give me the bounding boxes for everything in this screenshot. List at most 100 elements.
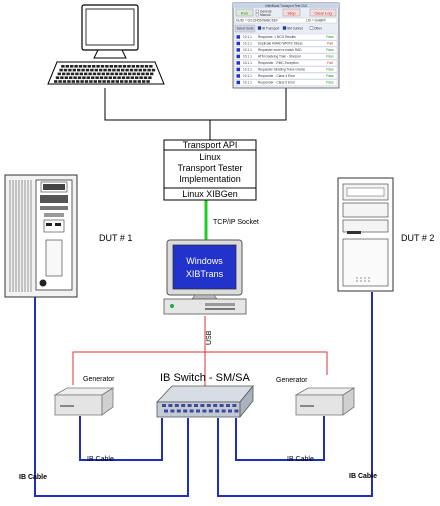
keyboard-key bbox=[123, 72, 127, 76]
keyboard-key bbox=[126, 76, 130, 79]
row-description: ATM Goldeing Train - Stressor bbox=[258, 55, 302, 59]
switch-port bbox=[183, 409, 188, 413]
windows-screen bbox=[172, 244, 237, 290]
keyboard-key bbox=[62, 72, 66, 76]
keyboard-key bbox=[80, 80, 84, 83]
keyboard-key bbox=[112, 68, 116, 72]
keyboard-key bbox=[128, 80, 133, 83]
keyboard-key bbox=[99, 68, 103, 72]
keyboard-key bbox=[54, 80, 58, 83]
gui-title: InfiniBand Transport Test GUI bbox=[265, 4, 307, 8]
workstation-link bbox=[104, 88, 211, 140]
keyboard-key bbox=[125, 68, 129, 72]
row-description: Duplicate RMAD WRITE Stress bbox=[258, 42, 303, 46]
keyboard-key bbox=[70, 72, 75, 76]
row-status: Fail bbox=[327, 42, 333, 46]
switch-port bbox=[228, 409, 232, 413]
suite-transport-checkbox[interactable] bbox=[257, 26, 262, 30]
switch-label: IB Switch - SM/SA bbox=[160, 372, 251, 384]
switch-port bbox=[226, 404, 230, 407]
run-button[interactable]: Run bbox=[241, 11, 248, 16]
keyboard-key bbox=[67, 80, 71, 83]
keyboard-key bbox=[120, 80, 124, 83]
keyboard-key bbox=[136, 72, 141, 76]
keyboard-key bbox=[106, 72, 110, 76]
keyboard-key bbox=[85, 68, 90, 72]
windows-line-2: XIBTrans bbox=[186, 269, 224, 279]
gui-table-row[interactable]: 10.1.1 ATM Goldeing Train - Stressor Pass bbox=[234, 53, 338, 60]
impl-line-3: Implementation bbox=[179, 174, 241, 184]
lid-text: LID = 0xABFF bbox=[306, 19, 326, 23]
stop-button[interactable]: Stop bbox=[287, 11, 296, 16]
row-status-icon bbox=[236, 67, 240, 72]
keyboard-key bbox=[141, 72, 145, 76]
keyboard-key bbox=[140, 65, 144, 68]
option-general-radio[interactable] bbox=[255, 9, 259, 13]
suite-other-checkbox[interactable] bbox=[309, 26, 314, 30]
suite-sm-checkbox[interactable] bbox=[282, 26, 287, 30]
row-status: Pass bbox=[326, 48, 334, 52]
usb-bus bbox=[72, 351, 328, 385]
keyboard-key bbox=[122, 65, 127, 68]
row-id: 10.1.1 bbox=[243, 42, 252, 46]
switch-port bbox=[194, 404, 198, 407]
keyboard-key bbox=[114, 72, 119, 76]
generator-right bbox=[294, 387, 356, 416]
clear-log-button[interactable]: Clear Log bbox=[314, 11, 331, 16]
keyboard-key bbox=[151, 68, 156, 72]
row-id: 10.1.1 bbox=[243, 55, 252, 59]
gui-table-row[interactable]: 10.1.1 Duplicate RMAD WRITE Stress Fail bbox=[234, 40, 338, 47]
generator-left bbox=[53, 387, 115, 416]
keyboard-key bbox=[69, 76, 73, 79]
keyboard-key bbox=[93, 80, 97, 83]
keyboard-key bbox=[89, 80, 93, 83]
row-status-icon bbox=[236, 54, 240, 59]
keyboard-key bbox=[109, 65, 113, 68]
keyboard-key bbox=[143, 76, 148, 79]
dut2-label: DUT # 2 bbox=[401, 233, 434, 243]
keyboard-key bbox=[124, 80, 128, 83]
keyboard-key bbox=[90, 68, 94, 72]
keyboard-key bbox=[63, 68, 68, 72]
switch-port bbox=[187, 404, 192, 407]
ib-cable-right-inner-label: IB Cable bbox=[287, 456, 314, 463]
switch-port bbox=[208, 409, 213, 413]
row-status: Pass bbox=[326, 35, 334, 39]
keyboard-key bbox=[150, 72, 154, 76]
keyboard-key bbox=[149, 65, 153, 68]
option-manual-radio[interactable] bbox=[255, 13, 259, 17]
guid-text: GUID = 0x12345678ABCDEF bbox=[236, 19, 278, 23]
row-id: 10.1.1 bbox=[243, 74, 252, 78]
keyboard-key bbox=[60, 76, 64, 79]
row-status: Pass bbox=[326, 74, 334, 78]
switch-port bbox=[202, 409, 207, 413]
keyboard-key bbox=[65, 65, 69, 68]
keyboard-key bbox=[129, 68, 134, 72]
keyboard-key bbox=[70, 65, 74, 68]
keyboard-key bbox=[57, 72, 61, 76]
keyboard-key bbox=[105, 65, 109, 68]
keyboard-key bbox=[58, 80, 62, 83]
keyboard-key bbox=[121, 76, 126, 79]
keyboard-key bbox=[55, 76, 60, 79]
keyboard-key bbox=[101, 72, 105, 76]
row-status: Pass bbox=[326, 55, 334, 59]
ib-cable-dut1 bbox=[34, 297, 189, 497]
option-general-label: General bbox=[260, 9, 272, 13]
keyboard-key bbox=[119, 72, 123, 76]
suite-sm-label: SM Subnet bbox=[287, 27, 303, 31]
switch-port bbox=[162, 404, 166, 407]
keyboard-key bbox=[83, 65, 87, 68]
windows-line-1: Windows bbox=[186, 256, 223, 266]
select-suite-button[interactable]: Select Suite bbox=[236, 27, 253, 31]
row-status-icon bbox=[236, 74, 240, 78]
switch-port bbox=[164, 409, 168, 413]
row-status-icon bbox=[236, 80, 240, 85]
keyboard-key bbox=[111, 80, 115, 83]
